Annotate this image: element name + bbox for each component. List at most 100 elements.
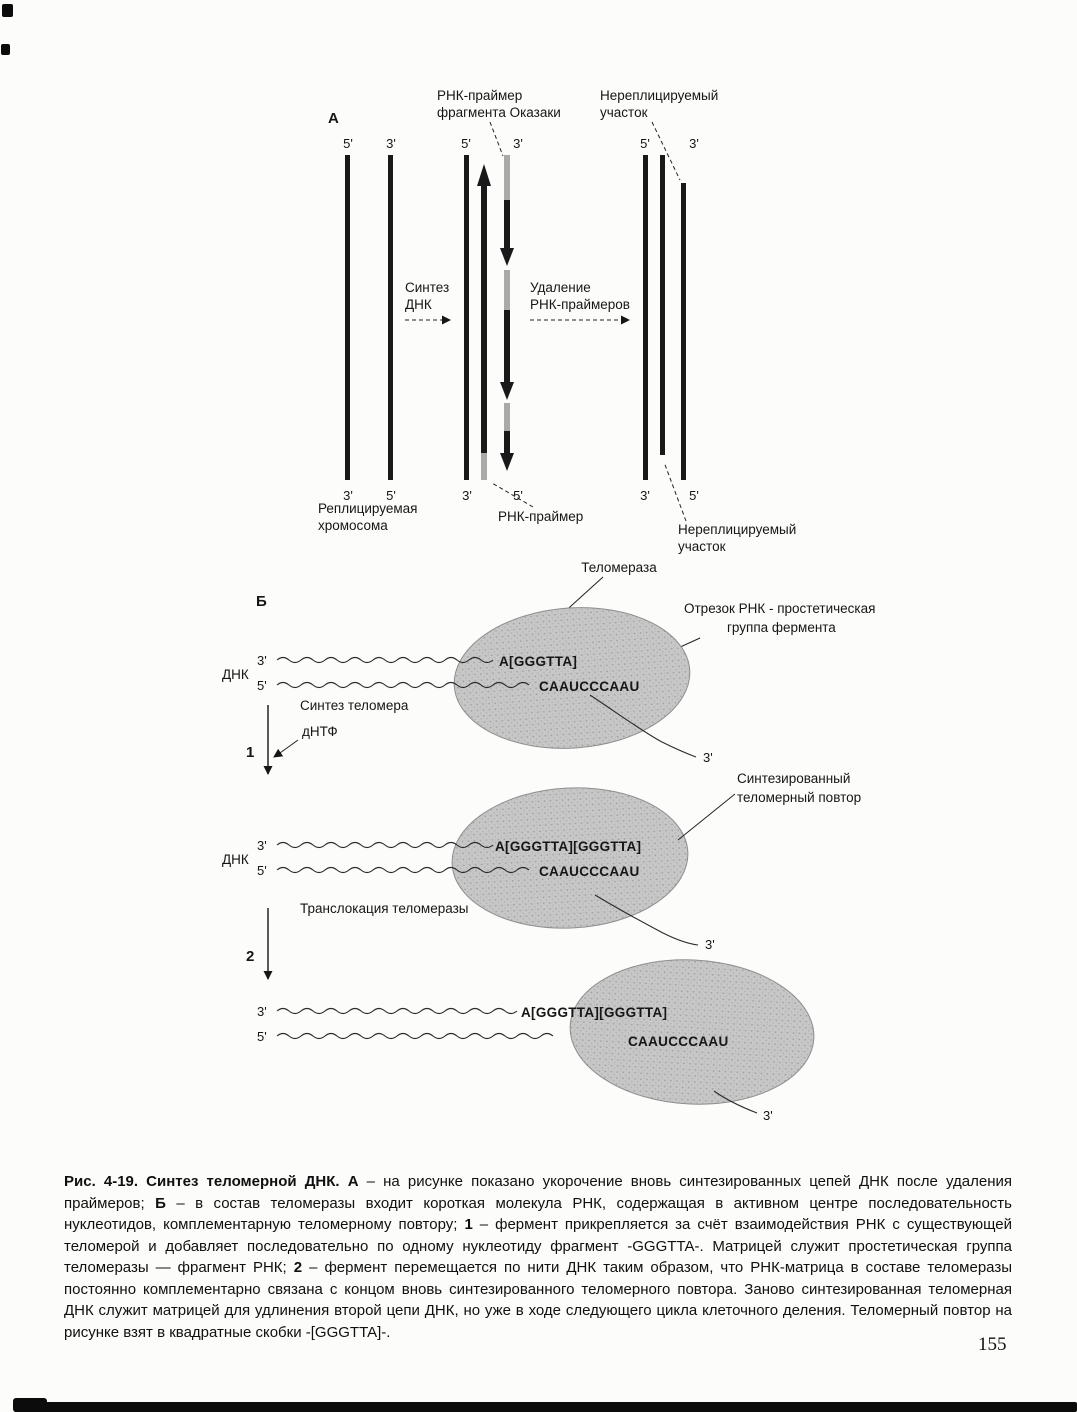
- part-a-label: А: [328, 110, 339, 127]
- prime-label: 5': [257, 1029, 267, 1044]
- rna-prosthetic-label: Отрезок РНК - простетическая: [684, 601, 875, 616]
- step-1-number: 1: [246, 744, 254, 761]
- prime-label: 3': [343, 488, 353, 503]
- nonreplicated-bottom-label: участок: [678, 539, 726, 554]
- rna-primer-segment: [504, 403, 510, 431]
- chromosome-strands: 5' 3' 3' 5': [343, 136, 396, 503]
- prime-label: 5': [513, 488, 523, 503]
- scan-artifact: [2, 4, 13, 17]
- telomere-synthesis-label: Синтез теломера: [300, 698, 409, 713]
- rna-template-sequence: CAAUCCCAAU: [539, 864, 640, 879]
- nonreplicated-top-label: Нереплицируемый: [600, 88, 718, 103]
- caption-marker-2: 2: [293, 1259, 303, 1276]
- telomere-sequence: A[GGGTTA][GGGTTA]: [495, 839, 641, 854]
- telomerase-blob-1: [453, 607, 691, 749]
- prime-label: 3': [257, 1004, 267, 1019]
- nonreplicated-bottom-label: Нереплицируемый: [678, 522, 796, 537]
- prime-label: 5': [386, 488, 396, 503]
- okazaki-fragment: [504, 310, 510, 384]
- prime-label: 3': [640, 488, 650, 503]
- prime-label: 5': [257, 678, 267, 693]
- dna-tail-strand: [589, 694, 697, 758]
- okazaki-arrowhead: [500, 248, 514, 266]
- dna-tail-strand: [713, 1090, 758, 1114]
- dna-label: ДНК: [222, 852, 249, 867]
- prime-label: 3': [763, 1108, 773, 1123]
- prime-label: 5': [343, 136, 353, 151]
- telomerase-blob-2: [451, 787, 689, 929]
- dna-wavy-strand: [276, 841, 494, 849]
- rna-primer-pointer-line: [491, 482, 534, 508]
- okazaki-primer-label: РНК-праймер: [437, 88, 522, 103]
- dna-strand: [643, 155, 648, 480]
- leading-strand: [481, 184, 487, 453]
- caption-marker-b: Б: [155, 1194, 166, 1212]
- okazaki-arrowhead: [500, 382, 514, 400]
- dna-tail-strand: [594, 894, 699, 946]
- scan-edge-bar: [14, 1402, 1077, 1412]
- rna-primer-label: РНК-праймер: [498, 509, 583, 524]
- caption-marker-1: 1: [464, 1216, 473, 1233]
- dna-wavy-strand: [276, 866, 530, 874]
- okazaki-primer-label: фрагмента Оказаки: [437, 105, 561, 120]
- prime-label: 5': [689, 488, 699, 503]
- part-a: А РНК-праймер фрагмента Оказаки Нереплиц…: [318, 88, 796, 554]
- prime-label: 3': [689, 136, 699, 151]
- leading-strand-arrowhead: [477, 164, 491, 186]
- synthesized-repeat-label: теломерный повтор: [737, 790, 861, 805]
- telomere-sequence: A[GGGTTA]: [499, 654, 577, 669]
- rna-template-sequence: CAAUCCCAAU: [539, 679, 640, 694]
- prime-label: 3': [513, 136, 523, 151]
- dna-label: ДНК: [222, 667, 249, 682]
- dntp-arrow: [273, 739, 299, 758]
- telomerase-blob-3: [569, 959, 815, 1105]
- rna-template-sequence: CAAUCCCAAU: [628, 1034, 729, 1049]
- rna-primer-segment: [504, 155, 510, 200]
- caption-text: – фермент перемещается по нити ДНК таким…: [64, 1259, 1013, 1341]
- rna-primer-segment: [481, 453, 487, 480]
- dna-wavy-strand: [276, 1007, 518, 1015]
- okazaki-arrowhead: [500, 453, 514, 471]
- dna-wavy-strand: [276, 681, 530, 689]
- prime-label: 3': [257, 838, 267, 853]
- figure-4-19-illustration: А РНК-праймер фрагмента Оказаки Нереплиц…: [222, 88, 875, 1123]
- prime-label: 5': [461, 136, 471, 151]
- replication-strands: 5' 3' 3' 5': [461, 136, 523, 503]
- page-number: 155: [978, 1334, 1007, 1355]
- gapped-strands: 5' 3' 3' 5': [640, 136, 699, 503]
- replicating-chromosome-label: хромосома: [318, 518, 388, 533]
- caption-text: – в состав теломеразы входит короткая мо…: [64, 1194, 1012, 1234]
- okazaki-pointer-line: [489, 121, 504, 157]
- caption-title: Рис. 4-19. Синтез теломерной ДНК.: [64, 1173, 348, 1190]
- replicating-chromosome-label: Реплицируемая: [318, 501, 417, 516]
- okazaki-fragment: [504, 431, 510, 455]
- prime-label: 3': [462, 488, 472, 503]
- primer-removal-label: РНК-праймеров: [530, 297, 630, 312]
- prime-label: 3': [386, 136, 396, 151]
- translocation-label: Транслокация теломеразы: [300, 901, 468, 916]
- synthesized-repeat-label: Синтезированный: [737, 771, 850, 786]
- prime-label: 3': [257, 653, 267, 668]
- prime-label: 3': [703, 750, 713, 765]
- scan-artifact: [1, 44, 10, 55]
- caption-text: – фермент прикрепляется за счёт взаимоде…: [64, 1216, 1012, 1276]
- prime-label: 3': [705, 937, 715, 952]
- okazaki-fragment: [504, 200, 510, 250]
- dna-strand: [388, 155, 393, 480]
- part-b: Б Теломераза Отрезок РНК - простетическа…: [222, 560, 875, 1123]
- dna-wavy-strand: [276, 1032, 554, 1040]
- dntp-label: дНТФ: [302, 724, 338, 739]
- synthesized-repeat-pointer-line: [677, 793, 736, 841]
- dna-strand: [464, 155, 469, 480]
- nonreplicated-bottom-pointer-line: [663, 461, 687, 522]
- telomere-sequence: A[GGGTTA][GGGTTA]: [521, 1005, 667, 1020]
- caption-marker-a: А: [347, 1173, 359, 1190]
- telomerase-label: Теломераза: [581, 560, 657, 575]
- dna-wavy-strand: [276, 656, 494, 664]
- nonreplicated-top-pointer-line: [651, 121, 681, 181]
- primer-removal-label: Удаление: [530, 280, 591, 295]
- part-b-label: Б: [256, 593, 267, 610]
- dna-synthesis-label: ДНК: [405, 297, 432, 312]
- caption-text: – на рисунке показано укорочение вновь с…: [64, 1173, 1012, 1212]
- dna-synthesis-label: Синтез: [405, 280, 449, 295]
